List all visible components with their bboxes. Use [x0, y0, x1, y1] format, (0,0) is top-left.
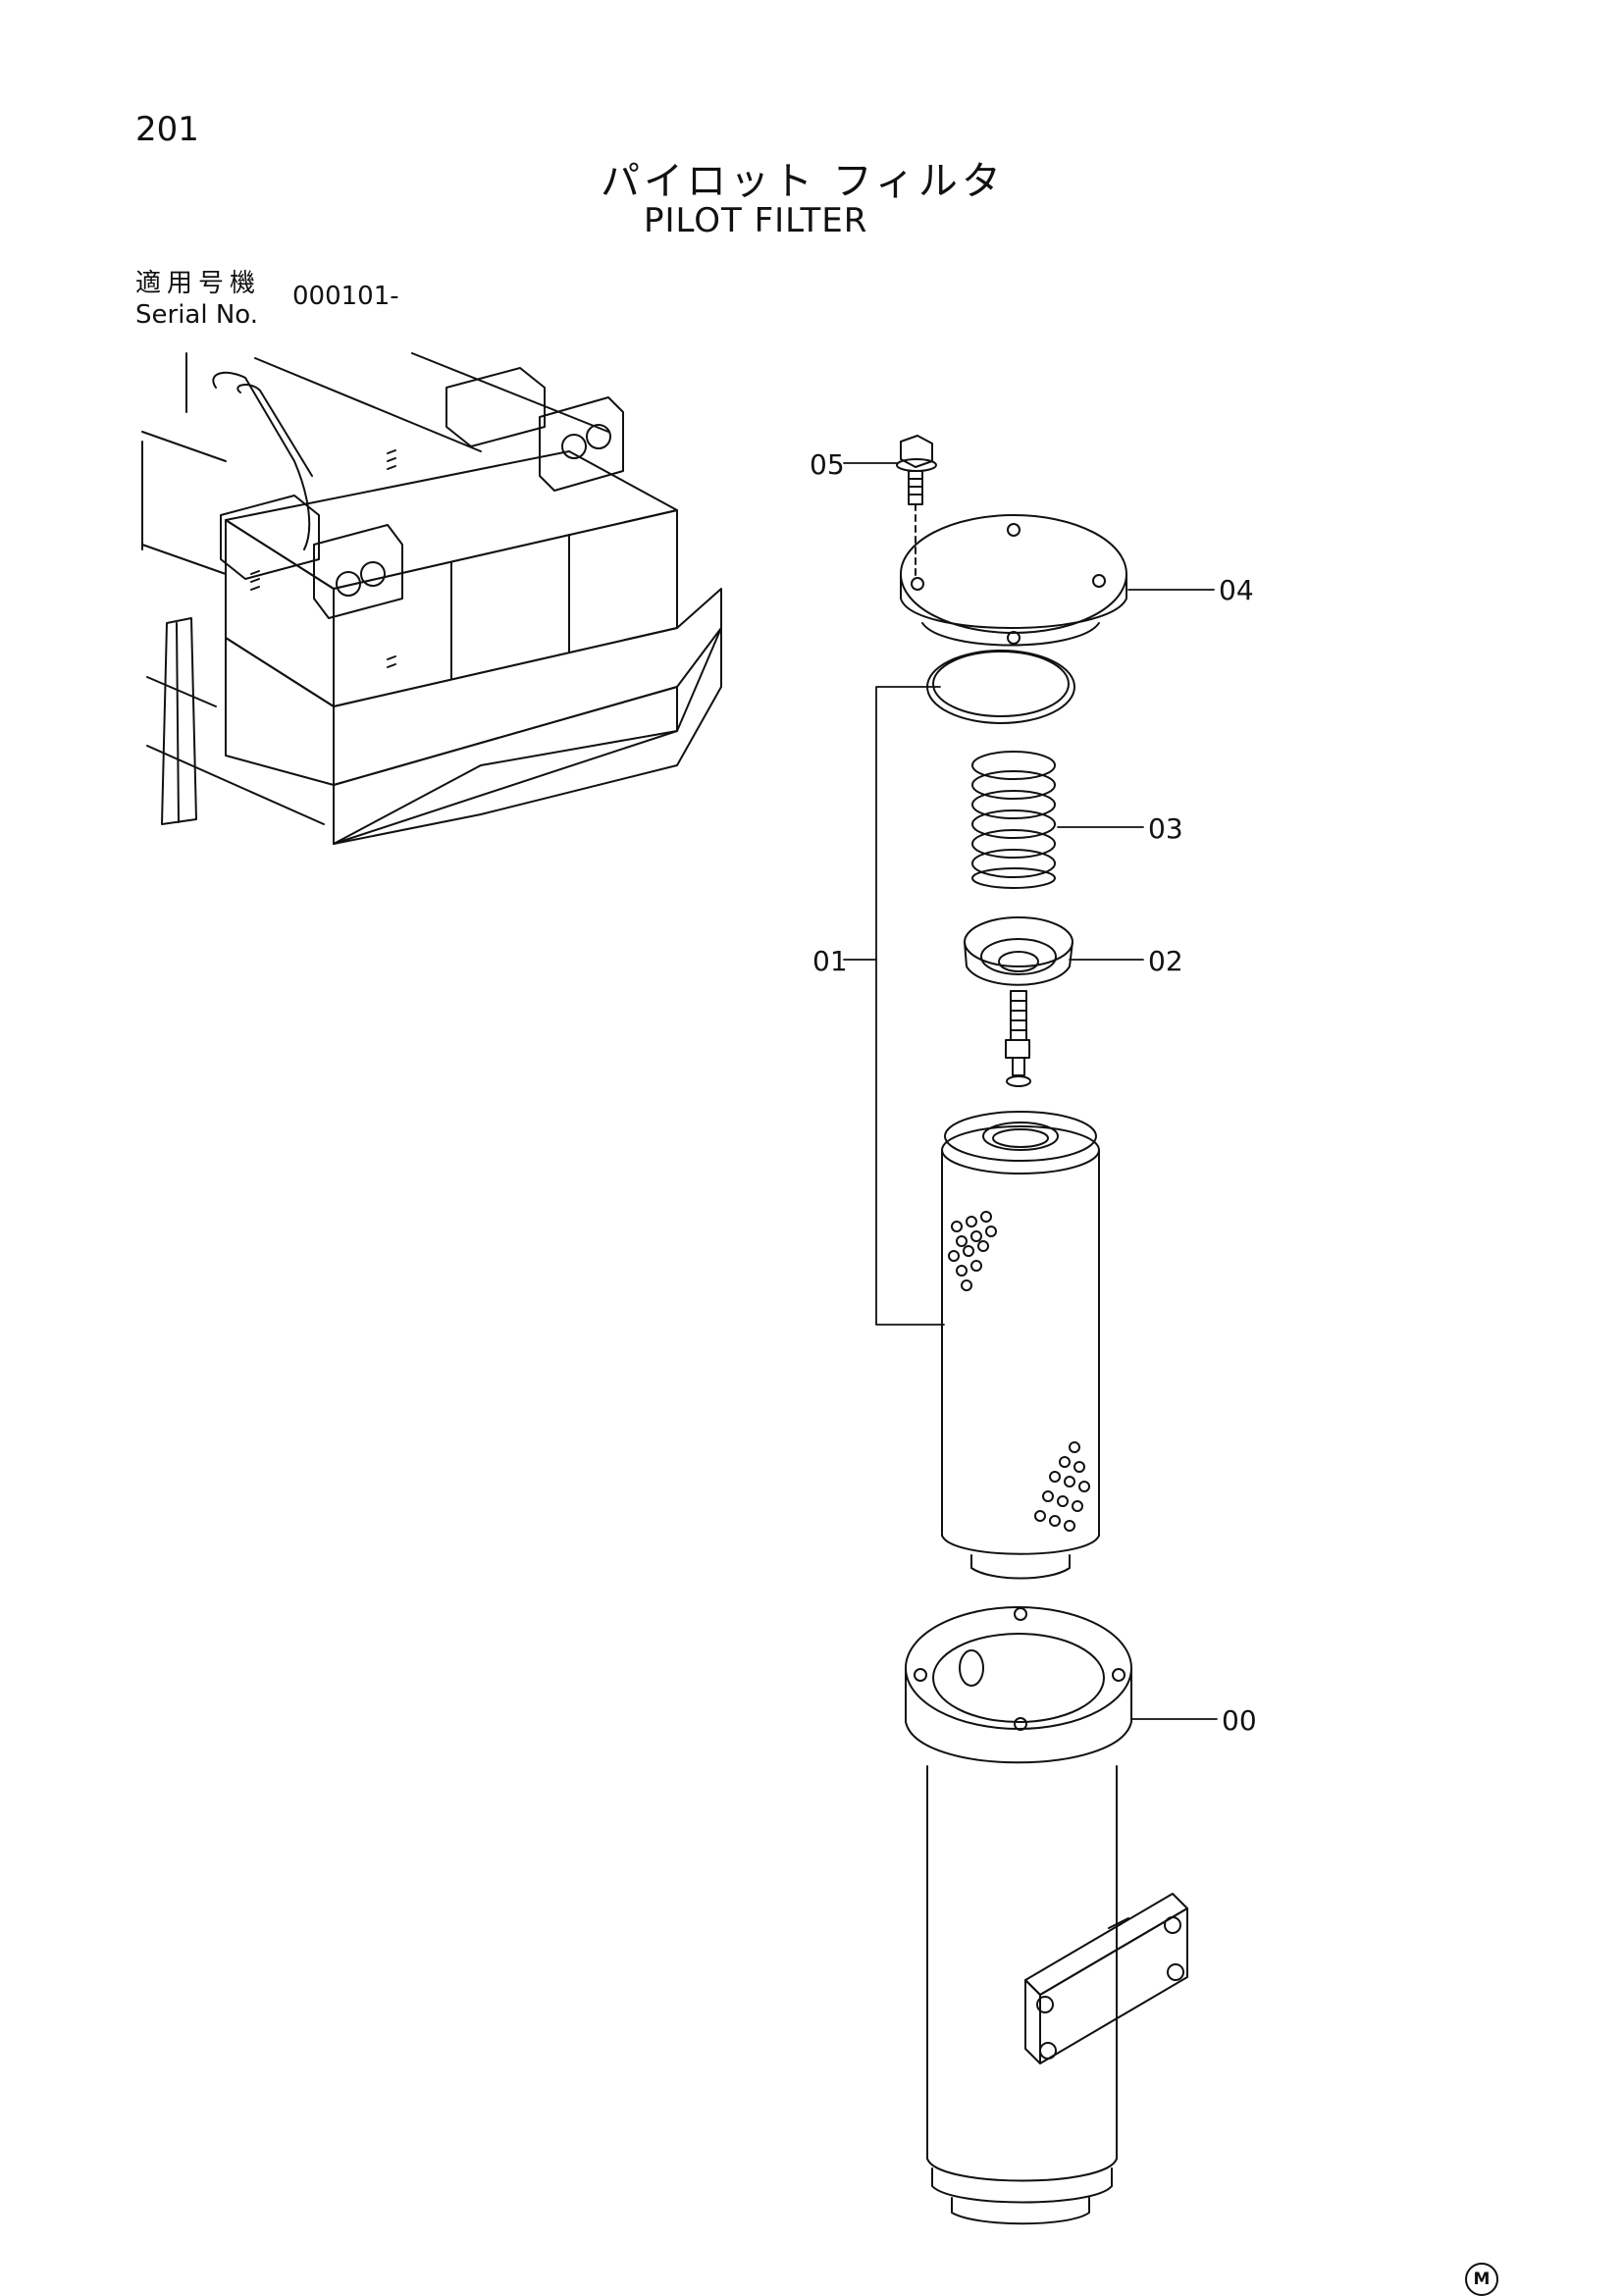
serial-label-english: Serial No. — [135, 300, 258, 330]
o-ring — [926, 650, 1075, 724]
valve-02 — [964, 916, 1073, 1087]
cover-04 — [900, 514, 1127, 647]
leader-lines — [843, 462, 1218, 1720]
circled-m-mark: M — [1465, 2263, 1498, 2296]
callout-02: 02 — [1148, 945, 1183, 977]
serial-label-japanese: 適用号機 — [135, 269, 262, 298]
page-number: 201 — [135, 110, 199, 149]
serial-number-value: 000101- — [292, 282, 399, 311]
callout-00: 00 — [1222, 1704, 1257, 1737]
callout-01: 01 — [812, 945, 848, 977]
filter-element-01 — [941, 1111, 1100, 1580]
callout-05: 05 — [810, 448, 845, 481]
machine-location-view — [141, 352, 722, 845]
bolt-05 — [896, 435, 937, 580]
spring-03 — [971, 751, 1056, 889]
callout-03: 03 — [1148, 812, 1183, 845]
page-title-japanese: パイロット フィルタ — [601, 159, 1005, 204]
page-title-english: PILOT FILTER — [644, 201, 868, 240]
callout-04: 04 — [1219, 574, 1254, 606]
filter-housing-00 — [905, 1606, 1188, 2225]
